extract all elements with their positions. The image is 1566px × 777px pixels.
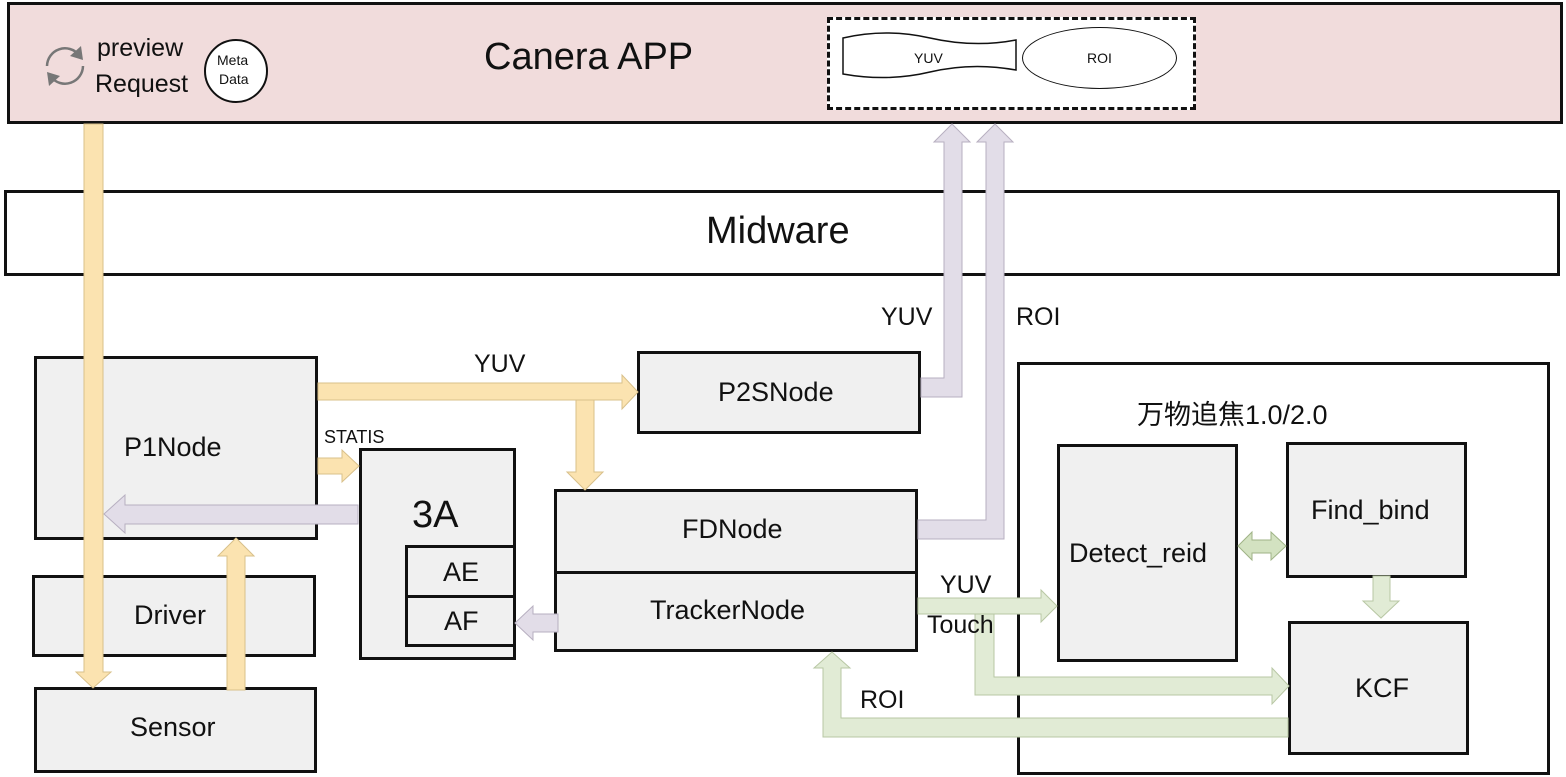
- request-label: Request: [95, 70, 189, 98]
- edge-label-yuv-p1-p2s: YUV: [474, 350, 526, 378]
- yuv-document-shape: [842, 32, 1017, 79]
- driver-label: Driver: [134, 600, 206, 630]
- detect-find-bidir-arrow: [1237, 530, 1287, 562]
- edge-label-roi-up: ROI: [1016, 303, 1061, 331]
- refresh-icon: [45, 46, 85, 86]
- kcf-roi-arrow: [812, 651, 1289, 738]
- trackernode-box: [554, 571, 918, 652]
- edge-label-touch: Touch: [927, 611, 994, 639]
- 3a-to-p1-arrow: [103, 493, 359, 535]
- sensor-label: Sensor: [130, 712, 216, 742]
- find-bind-box: [1286, 442, 1467, 578]
- camera-app-title: Canera APP: [484, 36, 694, 78]
- roi-output-label: ROI: [1087, 50, 1112, 66]
- trackernode-label: TrackerNode: [650, 595, 806, 625]
- 3a-label: 3A: [412, 494, 459, 536]
- yuv-output-label: YUV: [914, 50, 943, 66]
- driver-box: [32, 575, 316, 657]
- preview-label: preview: [97, 34, 184, 62]
- af-label: AF: [444, 606, 479, 636]
- tracking-group-title: 万物追焦1.0/2.0: [1137, 400, 1328, 430]
- tracker-to-detect-arrow: [917, 588, 1058, 624]
- meta-label: Meta: [217, 52, 249, 68]
- p2snode-label: P2SNode: [718, 377, 834, 407]
- roi-up-arrow: [917, 123, 1015, 540]
- yuv-up-arrow: [920, 123, 972, 398]
- ae-label: AE: [443, 557, 480, 587]
- fdnode-label: FDNode: [682, 514, 783, 544]
- p2snode-box: [637, 351, 921, 434]
- p1-to-p2s-arrow: [317, 373, 639, 411]
- sensor-box: [34, 687, 317, 773]
- sensor-up-arrow: [216, 537, 256, 691]
- statis-arrow: [317, 448, 360, 484]
- edge-label-roi-bottom: ROI: [860, 686, 905, 714]
- midware-label: Midware: [706, 210, 850, 252]
- touch-to-kcf-arrow: [974, 613, 1290, 706]
- edge-label-yuv-up: YUV: [881, 303, 933, 331]
- p1node-label: P1Node: [124, 432, 222, 462]
- edge-label-yuv-tracker: YUV: [940, 571, 992, 599]
- roi-ellipse: [1022, 27, 1177, 89]
- request-arrow: [74, 123, 113, 689]
- find-bind-label: Find_bind: [1311, 495, 1430, 525]
- af-box: [405, 595, 516, 647]
- kcf-box: [1288, 621, 1469, 755]
- tracker-to-af-arrow: [514, 604, 559, 642]
- meta-data-circle: [204, 39, 268, 103]
- yuv-branch-arrow: [565, 399, 605, 491]
- kcf-label: KCF: [1355, 673, 1409, 703]
- midware-bar: [4, 190, 1560, 276]
- detect-reid-box: [1057, 444, 1238, 662]
- find-to-kcf-arrow: [1361, 575, 1401, 619]
- detect-reid-label: Detect_reid: [1069, 538, 1208, 568]
- data-label: Data: [219, 71, 249, 87]
- edge-label-statis: STATIS: [324, 427, 385, 447]
